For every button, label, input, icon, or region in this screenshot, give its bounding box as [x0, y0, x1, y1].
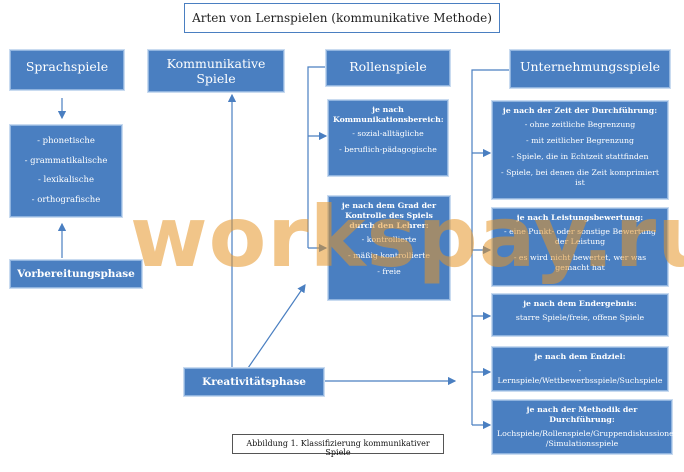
kreativitaetsphase-box: Kreativitätsphase — [184, 368, 324, 396]
list-item: - sozial-alltägliche — [352, 129, 424, 138]
list-item: - phonetische — [37, 136, 95, 146]
sub-heading: je nach dem Endziel: — [534, 352, 626, 361]
list-item: - mäßig kontrollierte — [348, 251, 430, 260]
list-item: - eine Punkt- oder sonstige Bewertung de… — [503, 227, 657, 246]
figure-caption: Abbildung 1. Klassifizierung kommunikati… — [232, 434, 444, 457]
list-item: - ohne zeitliche Begrenzung — [524, 120, 636, 129]
arrow-kreativ-diag — [247, 284, 306, 369]
list-item: - freie — [377, 267, 401, 276]
rollen-kommunikationsbereich: je nach Kommunikationsbereich: - sozial-… — [328, 100, 448, 176]
header-sprachspiele: Sprachspiele — [10, 50, 124, 90]
sub-heading: je nach der Zeit der Durchführung: — [502, 106, 658, 115]
unt-zeit: je nach der Zeit der Durchführung: - ohn… — [492, 101, 668, 199]
list-item: - lexikalische — [37, 175, 95, 185]
list-item: - Spiele, bei denen die Zeit komprimiert… — [500, 168, 660, 187]
list-item: - beruflich-pädagogische — [339, 145, 437, 154]
list-item: starre Spiele/freie, offene Spiele — [515, 313, 645, 322]
list-item: - orthografische — [31, 194, 101, 205]
unt-bracket — [471, 69, 510, 425]
list-item: Lochspiele/Rollenspiele/Gruppendiskussio… — [497, 429, 679, 448]
sub-heading: je nach Kommunikationsbereich: — [333, 105, 444, 124]
list-item: - Spiele, die in Echtzeit stattfinden — [511, 152, 649, 161]
list-item: -Lernspiele/Wettbewerbsspiele/Suchspiele — [497, 366, 663, 385]
sub-heading: je nach Leistungsbewertung: — [516, 213, 644, 222]
header-rollenspiele: Rollenspiele — [326, 50, 450, 86]
list-item: - kontrollierte — [361, 235, 417, 244]
rollen-bracket — [307, 66, 326, 248]
sub-heading: je nach dem Grad der Kontrolle des Spiel… — [341, 201, 437, 230]
unt-leistungsbewertung: je nach Leistungsbewertung: - eine Punkt… — [492, 208, 668, 286]
sprachspiele-list: - phonetische - grammatikalische - lexik… — [10, 125, 122, 217]
list-item: - es wird nicht bewertet, wer was gemach… — [513, 253, 647, 272]
sub-heading: je nach der Methodik der Durchführung: — [526, 405, 638, 424]
unt-endziel: je nach dem Endziel: -Lernspiele/Wettbew… — [492, 347, 668, 391]
header-unternehmungsspiele: Unternehmungsspiele — [510, 50, 670, 88]
watermark: workspay.ru — [130, 188, 684, 286]
unt-methodik: je nach der Methodik der Durchführung: L… — [492, 400, 679, 454]
unt-endergebnis: je nach dem Endergebnis: starre Spiele/f… — [492, 294, 668, 336]
header-kommunikative-spiele: Kommunikative Spiele — [148, 50, 284, 92]
list-item: - grammatikalische — [24, 155, 108, 166]
vorbereitungsphase-box: Vorbereitungsphase — [10, 260, 142, 288]
diagram-title: Arten von Lernspielen (kommunikative Met… — [184, 3, 500, 33]
rollen-kontrolle: je nach dem Grad der Kontrolle des Spiel… — [328, 196, 450, 300]
sub-heading: je nach dem Endergebnis: — [523, 299, 637, 308]
list-item: - mit zeitlicher Begrenzung — [526, 136, 634, 145]
